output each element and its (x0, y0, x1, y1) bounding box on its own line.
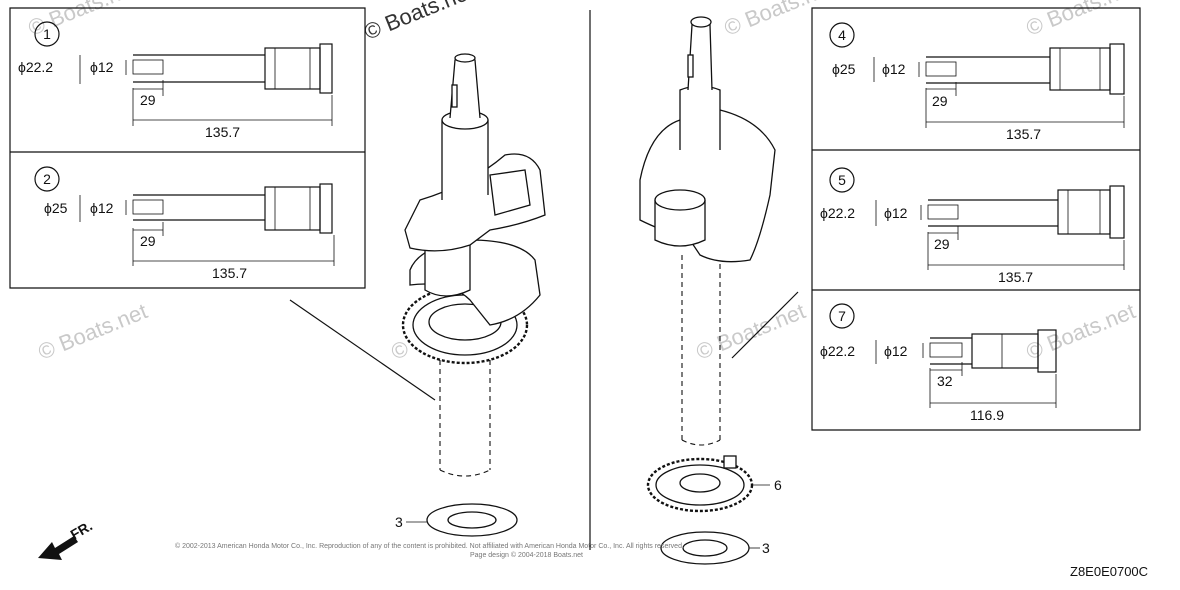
diagram-code: Z8E0E0700C (1070, 564, 1148, 579)
right-crankshaft: 6 3 (639, 16, 782, 565)
callout-number: 2 (43, 171, 51, 187)
inner-diameter-label: ϕ12 (882, 61, 906, 77)
inner-diameter-label: ϕ12 (884, 205, 908, 221)
watermark: © Boats.net (693, 298, 809, 364)
callout-4: 4 ϕ25 ϕ12 29 135.7 (829, 22, 1125, 142)
callout-number: 1 (43, 26, 51, 42)
callout-7: 7 ϕ22.2 ϕ12 32 116.9 (820, 303, 1057, 423)
callout-1: 1 ϕ22.2 ϕ12 29 135.7 (18, 21, 333, 140)
watermark: © Boats.net (35, 298, 151, 364)
short-length-label: 29 (140, 92, 156, 108)
watermark: © Boats.net (721, 0, 837, 41)
callout-number: 5 (838, 172, 846, 188)
arrow-icon (38, 536, 78, 560)
right-callout-frame (811, 7, 1141, 431)
short-length-label: 32 (937, 373, 953, 389)
outer-diameter-label: ϕ25 (44, 200, 68, 216)
left-leader-line (289, 299, 436, 401)
part-number-6: 6 (774, 477, 782, 493)
outer-diameter-label: ϕ22.2 (820, 343, 855, 359)
watermark: © Boats.net (25, 0, 141, 41)
left-crankshaft: 3 (395, 53, 546, 537)
inner-diameter-label: ϕ12 (884, 343, 908, 359)
short-length-label: 29 (932, 93, 948, 109)
copyright-line: Page design © 2004-2018 Boats.net (470, 551, 583, 559)
long-length-label: 135.7 (998, 269, 1033, 285)
callout-5: 5 ϕ22.2 ϕ12 29 135.7 (820, 167, 1125, 285)
part-number-3: 3 (762, 540, 770, 556)
outer-diameter-label: ϕ22.2 (18, 59, 53, 75)
callout-2: 2 ϕ25 ϕ12 29 135.7 (34, 166, 335, 281)
callout-number: 4 (838, 27, 846, 43)
watermark: © Boats.net (1023, 298, 1139, 364)
short-length-label: 29 (140, 233, 156, 249)
long-length-label: 135.7 (212, 265, 247, 281)
right-leader-line (731, 291, 799, 359)
long-length-label: 135.7 (1006, 126, 1041, 142)
watermark: © Boats.net (361, 0, 477, 45)
watermark: © Boats.net (1023, 0, 1139, 41)
copyright-line: © 2002-2013 American Honda Motor Co., In… (175, 542, 684, 550)
part-number-3: 3 (395, 514, 403, 530)
short-length-label: 29 (934, 236, 950, 252)
callout-number-circle (34, 21, 60, 47)
outer-diameter-label: ϕ22.2 (820, 205, 855, 221)
callout-number: 7 (838, 308, 846, 324)
left-callout-frame (9, 7, 366, 289)
inner-diameter-label: ϕ12 (90, 59, 114, 75)
outer-diameter-label: ϕ25 (832, 61, 856, 77)
front-direction-arrow: FR. (38, 517, 95, 560)
long-length-label: 135.7 (205, 124, 240, 140)
inner-diameter-label: ϕ12 (90, 200, 114, 216)
long-length-label: 116.9 (970, 407, 1004, 423)
